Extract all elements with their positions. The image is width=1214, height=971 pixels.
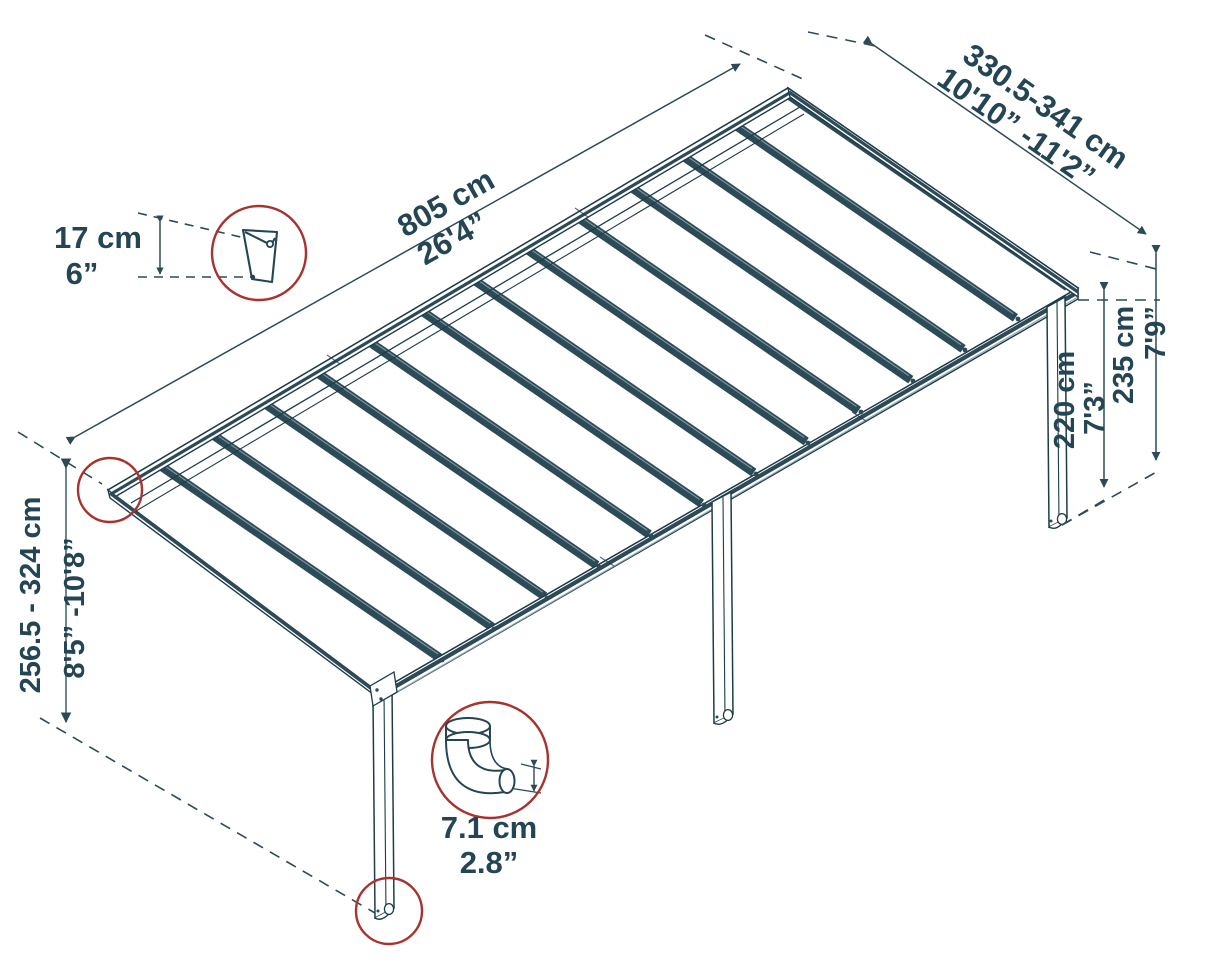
outlet-tick	[508, 787, 542, 794]
rafter-bracket	[962, 347, 968, 353]
support-post-right	[1046, 295, 1068, 530]
post-foot-cap	[383, 902, 395, 916]
post-foot-cap	[722, 708, 734, 722]
rafter-bracket	[544, 595, 550, 601]
rafter-bracket	[805, 440, 811, 446]
panel-seam	[599, 556, 615, 567]
downspout-elbow-callout	[430, 700, 550, 820]
dimension-eave-height-metric: 235 cm	[1108, 306, 1140, 404]
bracket-group	[439, 316, 1021, 663]
dimension-post-height-imperial: 7'3”	[1079, 381, 1111, 435]
outlet-tick	[520, 763, 542, 770]
rafter-bracket	[648, 533, 654, 539]
post-group	[369, 295, 1068, 920]
callout-circle	[210, 204, 308, 302]
roof-assembly	[106, 86, 1080, 705]
extension-line	[1061, 469, 1161, 526]
extension-line	[1089, 251, 1161, 271]
rail-end-callout	[76, 456, 144, 524]
dimension-wall-height-imperial: 8'5” -10'8”	[59, 537, 91, 678]
callout-circle	[76, 456, 144, 524]
panel-seam	[851, 411, 867, 422]
rafter-bracket	[439, 657, 445, 663]
extension-line	[17, 431, 103, 485]
wall-bracket-icon	[241, 228, 279, 284]
rafter-bracket	[910, 378, 916, 384]
rafter-bracket	[596, 564, 602, 570]
dimension-outlet-imperial: 2.8”	[460, 845, 519, 880]
rafter-bracket	[701, 502, 707, 508]
dimension-wall-height-metric: 256.5 - 324 cm	[15, 497, 47, 694]
dimension-line-projection	[862, 35, 1147, 235]
rafter-bracket	[858, 409, 864, 415]
elbow-pipe-icon	[445, 717, 516, 795]
rafter-bracket	[753, 471, 759, 477]
rafter	[152, 458, 443, 662]
extension-line	[39, 717, 376, 914]
extension-line	[807, 31, 881, 48]
support-post-middle	[711, 490, 734, 726]
wall-bracket-callout	[210, 204, 308, 302]
dimension-slope-metric: 17 cm	[54, 220, 142, 255]
extension-line	[1061, 498, 1107, 526]
dimension-eave-height-imperial: 7'9”	[1140, 306, 1172, 360]
dimension-line-group	[60, 35, 1161, 794]
post-foot-callout	[354, 876, 424, 946]
callout-circle	[354, 876, 424, 946]
rafter-bracket	[491, 626, 497, 632]
callout-circle	[430, 700, 550, 820]
rafter	[204, 427, 495, 631]
support-post-left	[369, 670, 398, 920]
rafter-bracket	[1015, 316, 1021, 322]
dimension-post-height-metric: 220 cm	[1049, 351, 1081, 449]
dimension-slope-imperial: 6”	[66, 256, 99, 291]
dimension-line-length	[65, 63, 741, 445]
extension-line	[704, 34, 806, 81]
dimension-outlet-metric: 7.1 cm	[441, 810, 538, 845]
